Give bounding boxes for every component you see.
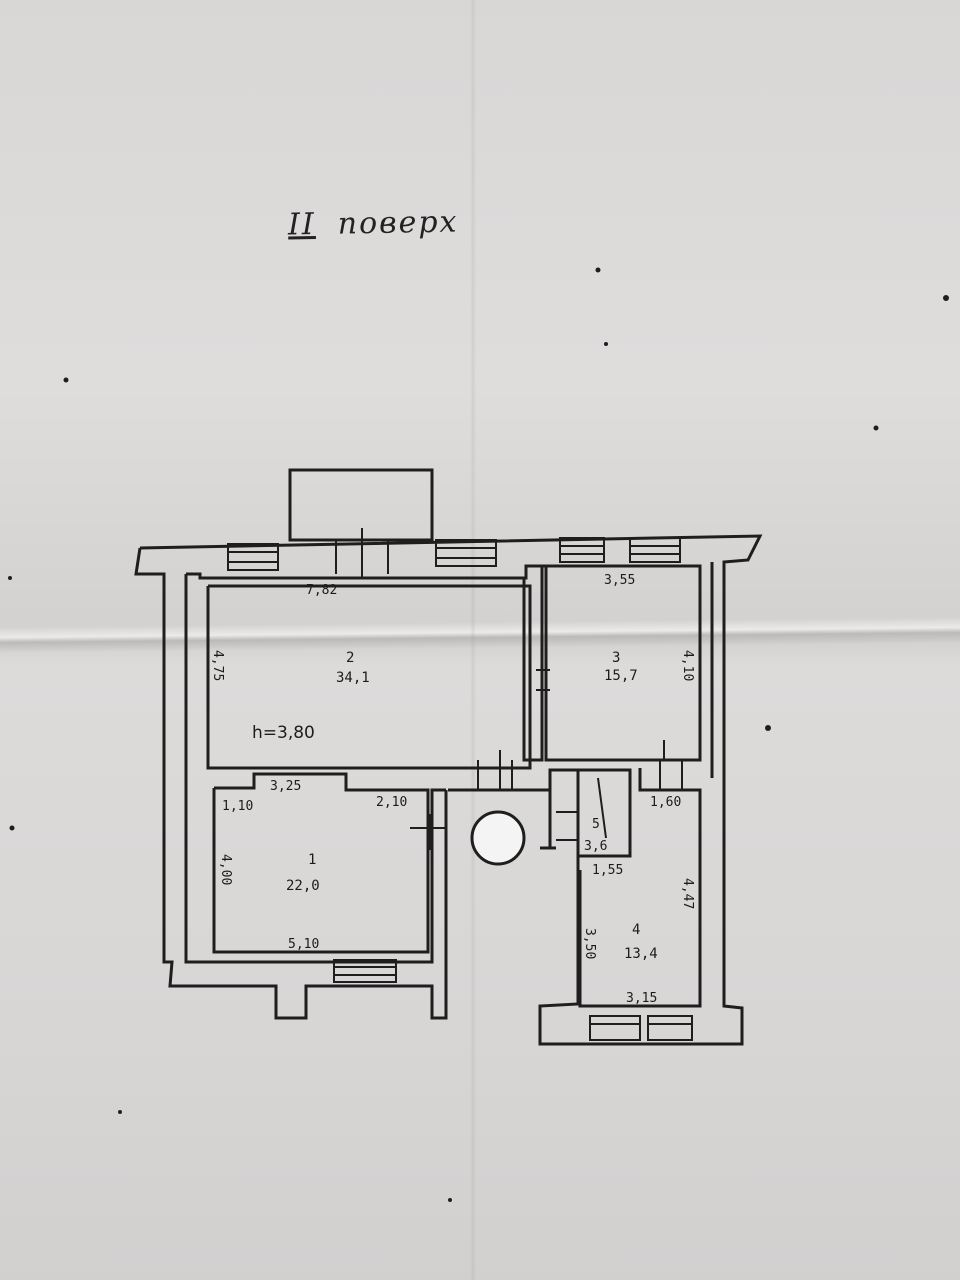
print-specks bbox=[8, 267, 949, 1202]
top-facade-wall bbox=[134, 534, 763, 1046]
dim-room1-top-left: 1,10 bbox=[222, 799, 253, 814]
windows-bottom bbox=[333, 959, 693, 1041]
room-4-area: 13,4 bbox=[624, 946, 658, 962]
paper-fold-vertical bbox=[470, 0, 476, 1280]
dim-room2-left: 4,75 bbox=[210, 650, 225, 681]
room-2-number: 2 bbox=[346, 650, 354, 666]
dim-room4-bottom: 3,15 bbox=[626, 991, 657, 1006]
dim-room1-bottom: 5,10 bbox=[288, 937, 319, 952]
room-4-number: 4 bbox=[632, 922, 640, 938]
dim-room4-left: 3,50 bbox=[582, 928, 597, 959]
dim-room1-left: 4,00 bbox=[218, 854, 233, 885]
room-5-area: 3,6 bbox=[584, 839, 607, 854]
dim-room4-top-right: 1,60 bbox=[650, 795, 681, 810]
dim-room1-top: 3,25 bbox=[270, 779, 301, 794]
room-3-number: 3 bbox=[612, 650, 620, 666]
ceiling-height: h=3,80 bbox=[252, 723, 315, 743]
room-5-number: 5 bbox=[592, 817, 600, 832]
balcony-door bbox=[335, 528, 389, 578]
dim-room1-top-right: 2,10 bbox=[376, 795, 407, 810]
windows-top bbox=[227, 537, 681, 571]
room-1-number: 1 bbox=[308, 852, 316, 868]
stairwell-circle bbox=[470, 810, 526, 866]
dimension-labels: 7,82 4,75 3,55 4,10 3,25 1,10 2,10 4,00 … bbox=[210, 573, 695, 1006]
room-1-area: 22,0 bbox=[286, 878, 320, 894]
dim-room3-top: 3,55 bbox=[604, 573, 635, 588]
room-labels: 1 22,0 2 34,1 3 15,7 4 13,4 5 3,6 h=3,80 bbox=[252, 650, 658, 962]
dim-room4-right: 4,47 bbox=[680, 878, 695, 909]
room-2-area: 34,1 bbox=[336, 670, 370, 686]
door-marks bbox=[410, 669, 683, 850]
dim-room4-top-left: 1,55 bbox=[592, 863, 623, 878]
dim-room2-top: 7,82 bbox=[306, 583, 337, 598]
room-3-area: 15,7 bbox=[604, 668, 638, 684]
dim-room3-right: 4,10 bbox=[680, 650, 695, 681]
